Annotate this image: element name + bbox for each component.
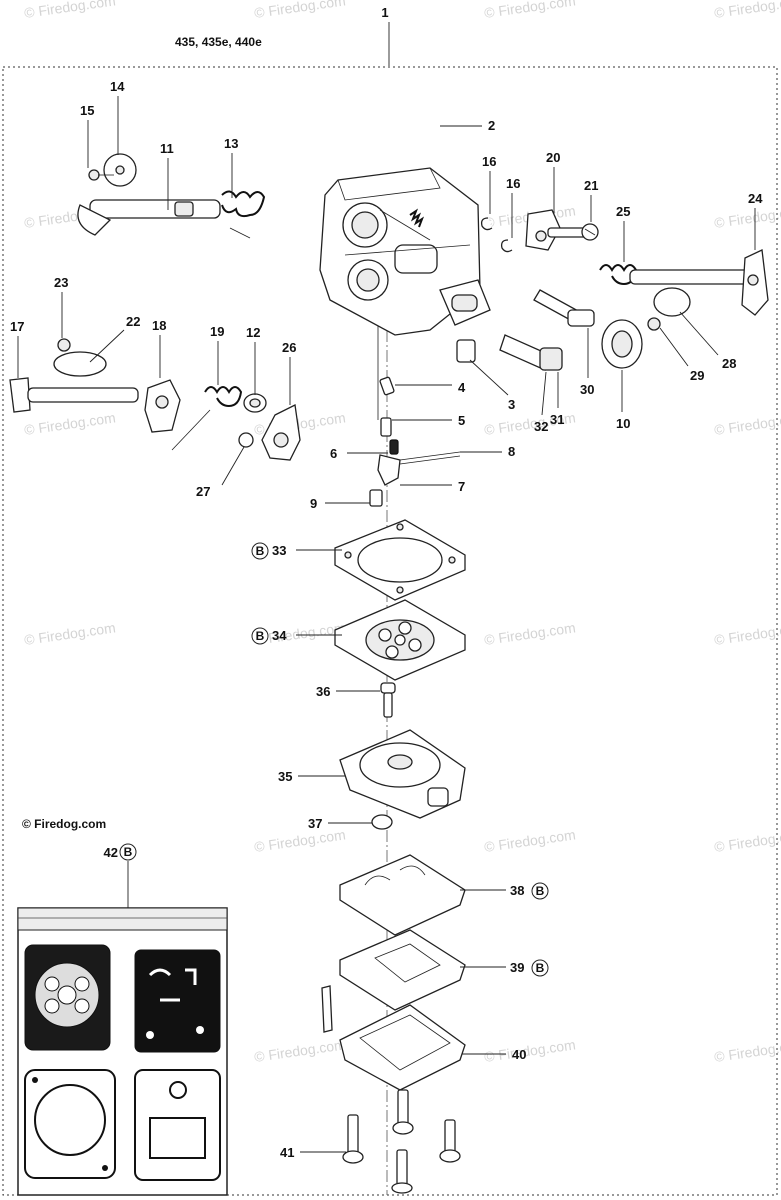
callout-badge-circle: [531, 882, 549, 900]
callout-number: 6: [330, 446, 337, 461]
callout-number: 19: [210, 324, 224, 339]
gasket-kit-bag: [17, 907, 228, 1196]
choke-shaft-drawing: [77, 153, 266, 239]
callout-number: 22: [126, 314, 140, 329]
metering-diaphragm-drawing: [339, 929, 466, 1011]
watermark-text: © Firedog.com: [253, 0, 346, 21]
callout-number: 24: [748, 191, 763, 206]
callout-number: 32: [534, 419, 548, 434]
watermark-text: © Firedog.com: [483, 1036, 576, 1065]
callout-leader: [221, 446, 245, 486]
callout-number: 20: [546, 150, 560, 165]
kit-copyright: © Firedog.com: [22, 817, 106, 831]
model-list: 435, 435e, 440e: [175, 35, 262, 49]
callout-leader: [541, 371, 547, 416]
fast-idle-lever-drawing: [238, 404, 301, 461]
callout-number: 14: [110, 79, 125, 94]
kit-badge-circle: [119, 843, 137, 861]
callout-leader: [469, 359, 509, 396]
callout-number: 26: [282, 340, 296, 355]
callout-number: 15: [80, 103, 94, 118]
watermark-text: © Firedog.com: [253, 1036, 346, 1065]
callout-badge: B: [536, 961, 545, 975]
callout-number: 17: [10, 319, 24, 334]
watermark-text: © Firedog.com: [713, 619, 781, 648]
callout-number: 9: [310, 496, 317, 511]
watermark-text: © Firedog.com: [483, 0, 576, 21]
callout-number: 29: [690, 368, 704, 383]
watermark-text: © Firedog.com: [23, 619, 116, 648]
callout-number: 31: [550, 412, 564, 427]
callout-number: 37: [308, 816, 322, 831]
callout-number: 16: [506, 176, 520, 191]
callout-number: 25: [616, 204, 630, 219]
metering-gasket-drawing: [339, 854, 466, 936]
watermark-text: © Firedog.com: [713, 202, 781, 231]
throttle-shaft-drawing: [599, 249, 769, 331]
callout-number: 41: [280, 1145, 294, 1160]
callout-number: 30: [580, 382, 594, 397]
watermark-text: © Firedog.com: [253, 826, 346, 855]
callout-leader: [679, 311, 719, 356]
watermark-text: © Firedog.com: [713, 826, 781, 855]
callout-number: 27: [196, 484, 210, 499]
callout-number: 38: [510, 883, 524, 898]
callout-number: 21: [584, 178, 598, 193]
watermark-text: © Firedog.com: [713, 1036, 781, 1065]
watermark-text: © Firedog.com: [713, 409, 781, 438]
carburetor-body-drawing: [319, 167, 491, 336]
pump-cover-drawing: [339, 682, 466, 830]
choke-lever-drawing: [9, 338, 267, 451]
callout-number: 33: [272, 543, 286, 558]
callout-number: 12: [246, 325, 260, 340]
assembly-number: 1: [381, 5, 388, 20]
callout-number: 40: [512, 1047, 526, 1062]
watermark-text: © Firedog.com: [23, 409, 116, 438]
callout-number: 36: [316, 684, 330, 699]
needle-set-drawing: [456, 289, 643, 371]
callout-number: 23: [54, 275, 68, 290]
callout-number: 7: [458, 479, 465, 494]
callout-number: 11: [160, 141, 174, 156]
callout-leader: [89, 329, 125, 363]
watermark-text: © Firedog.com: [713, 0, 781, 21]
callout-badge: B: [256, 544, 265, 558]
callout-badge: B: [256, 629, 265, 643]
callout-number: 16: [482, 154, 496, 169]
callout-number: 28: [722, 356, 736, 371]
callout-leader: [659, 327, 689, 367]
callout-number: 4: [458, 380, 466, 395]
callout-number: 3: [508, 397, 515, 412]
callout-badge-circle: [531, 959, 549, 977]
callout-number: 35: [278, 769, 292, 784]
kit-badge: B: [124, 845, 133, 859]
watermark-text: © Firedog.com: [483, 826, 576, 855]
callout-number: 5: [458, 413, 465, 428]
kit-callout-number: 42: [104, 845, 118, 860]
callout-number: 34: [272, 628, 287, 643]
callout-number: 18: [152, 318, 166, 333]
cover-screws-drawing: [342, 1089, 461, 1194]
watermark-text: © Firedog.com: [483, 619, 576, 648]
callout-badge: B: [536, 884, 545, 898]
callout-number: 13: [224, 136, 238, 151]
callout-badge-circle: [251, 542, 269, 560]
callout-number: 8: [508, 444, 515, 459]
callout-number: 39: [510, 960, 524, 975]
pump-gasket-drawing: [334, 519, 466, 601]
callout-number: 2: [488, 118, 495, 133]
callout-number: 10: [616, 416, 630, 431]
throttle-lever-drawing: [480, 209, 599, 253]
metering-cover-drawing: [321, 985, 466, 1091]
watermark-text: © Firedog.com: [23, 0, 116, 21]
inlet-needle-drawing: [369, 376, 461, 507]
assembly-frame: [2, 66, 778, 1196]
pump-diaphragm-drawing: [334, 599, 466, 681]
callout-badge-circle: [251, 627, 269, 645]
